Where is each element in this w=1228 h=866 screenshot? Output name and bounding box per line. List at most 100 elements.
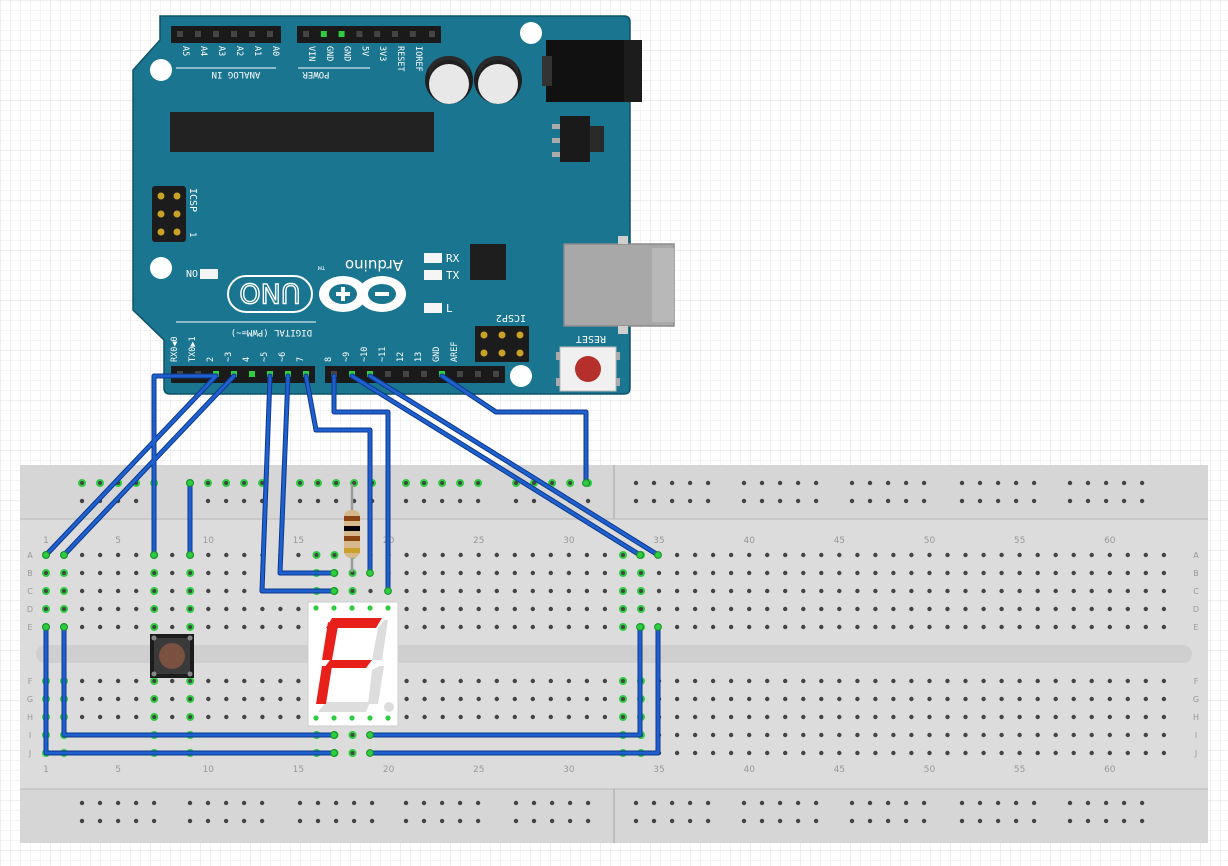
rail-hole xyxy=(995,800,1001,806)
rail-hole xyxy=(223,818,229,824)
breadboard-hole xyxy=(224,588,229,594)
segment-g xyxy=(324,660,372,668)
pin-label: AREF xyxy=(450,342,460,362)
breadboard-hole xyxy=(873,588,878,594)
breadboard-hole xyxy=(404,588,409,594)
header-pin xyxy=(338,31,345,37)
column-number: 15 xyxy=(293,765,304,775)
rail-hole xyxy=(1139,818,1145,824)
rail-hole xyxy=(867,480,873,486)
segment-e xyxy=(316,666,332,704)
rail-hole xyxy=(885,800,891,806)
breadboard-hole xyxy=(891,570,896,576)
breadboard-hole xyxy=(765,552,770,558)
breadboard-hole xyxy=(1161,552,1167,558)
breadboard-hole xyxy=(296,606,301,612)
breadboard-hole xyxy=(783,552,788,558)
breadboard-hole xyxy=(747,552,752,558)
breadboard-hole xyxy=(637,587,645,595)
breadboard-hole xyxy=(404,552,409,558)
rail-hole xyxy=(333,818,339,824)
breadboard-hole xyxy=(692,696,698,702)
breadboard-hole xyxy=(855,624,860,630)
rail-hole xyxy=(403,498,409,504)
breadboard-hole xyxy=(422,624,427,630)
header-pin xyxy=(213,31,219,37)
breadboard-hole xyxy=(1071,552,1076,558)
rail-hole xyxy=(687,480,693,486)
breadboard-hole xyxy=(1053,606,1058,612)
breadboard-hole xyxy=(134,714,139,720)
rail-hole xyxy=(903,800,909,806)
rail-hole xyxy=(1103,818,1109,824)
jumper-wire xyxy=(278,374,336,575)
breadboard-hole xyxy=(674,624,680,630)
breadboard-hole xyxy=(170,696,175,702)
breadboard-hole xyxy=(891,588,896,594)
jumper-wire xyxy=(368,625,660,755)
uno-badge xyxy=(227,275,313,313)
microcontroller-chip xyxy=(170,112,434,152)
rail-hole xyxy=(777,818,783,824)
column-number: 30 xyxy=(563,536,575,546)
breadboard-hole xyxy=(1071,678,1076,684)
rail-hole xyxy=(921,480,927,486)
breadboard-hole xyxy=(783,570,788,576)
rail-hole xyxy=(959,800,965,806)
rail-hole xyxy=(959,480,965,486)
row-label: H xyxy=(27,713,33,722)
breadboard-hole xyxy=(1125,570,1131,576)
breadboard-hole xyxy=(242,714,247,720)
column-number: 1 xyxy=(43,765,49,775)
rail-hole xyxy=(1139,480,1145,486)
push-button[interactable] xyxy=(150,634,194,678)
column-number: 5 xyxy=(115,536,121,546)
breadboard-hole xyxy=(134,696,139,702)
rail-hole xyxy=(315,818,321,824)
tx-led xyxy=(424,270,442,280)
rail-hole xyxy=(115,800,121,806)
breadboard-hole xyxy=(566,624,572,630)
trademark-label: TM xyxy=(318,264,326,270)
breadboard-hole xyxy=(150,587,159,595)
breadboard-hole xyxy=(584,552,590,558)
breadboard-hole xyxy=(186,605,195,613)
breadboard-hole xyxy=(981,696,986,702)
breadboard-hole xyxy=(186,695,195,703)
breadboard-hole xyxy=(404,678,409,684)
breadboard-hole xyxy=(1125,696,1131,702)
breadboard-hole xyxy=(747,696,752,702)
rail-hole xyxy=(903,498,909,504)
breadboard-hole xyxy=(1089,552,1094,558)
jumper-wire xyxy=(304,374,372,575)
breadboard-hole xyxy=(548,678,553,684)
breadboard-hole xyxy=(548,696,553,702)
breadboard-hole xyxy=(909,714,914,720)
breadboard-hole xyxy=(224,714,229,720)
breadboard-hole xyxy=(1143,750,1149,756)
rail-hole xyxy=(1067,480,1073,486)
breadboard-hole xyxy=(1143,696,1149,702)
breadboard-hole xyxy=(619,623,627,631)
breadboard-hole xyxy=(619,569,627,577)
breadboard-hole xyxy=(278,714,283,720)
breadboard-hole xyxy=(476,570,481,576)
breadboard-hole xyxy=(1017,552,1022,558)
breadboard-hole xyxy=(999,606,1004,612)
reset-button[interactable] xyxy=(556,346,620,392)
breadboard-hole xyxy=(97,624,103,630)
breadboard-hole xyxy=(134,552,139,558)
rail-hole xyxy=(795,480,801,486)
breadboard-hole xyxy=(945,750,950,756)
rail-hole xyxy=(133,800,139,806)
breadboard-hole xyxy=(476,696,481,702)
breadboard-hole xyxy=(260,714,265,720)
breadboard-hole xyxy=(97,552,103,558)
breadboard-hole xyxy=(801,570,806,576)
breadboard-hole xyxy=(1125,678,1131,684)
breadboard-hole xyxy=(837,606,842,612)
breadboard-hole xyxy=(1053,750,1058,756)
breadboard-hole xyxy=(242,588,247,594)
breadboard-hole xyxy=(819,732,824,738)
breadboard-hole xyxy=(422,606,427,612)
